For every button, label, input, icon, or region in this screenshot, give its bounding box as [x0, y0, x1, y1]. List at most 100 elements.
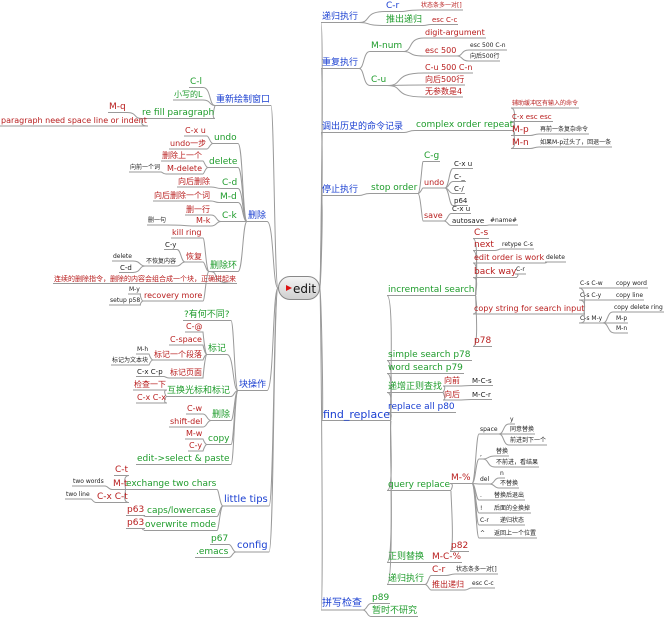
node-l-xchg[interactable]: exchange two chars — [126, 478, 217, 489]
node-b-stop-undo-2[interactable]: C-_ — [454, 172, 465, 181]
node-b-q-c2[interactable]: 不前进，看结果 — [496, 459, 539, 466]
node-b-inc-back[interactable]: back way — [474, 266, 517, 277]
node-b-inc-copy-3d[interactable]: copy delete ring — [614, 304, 663, 311]
node-b-inc-next-d[interactable]: retype C-s — [502, 241, 533, 248]
node-b-simple[interactable]: simple search p78 — [388, 349, 471, 360]
node-b-rec2-cr-d[interactable]: 状态条多一对[] — [456, 566, 497, 573]
node-b-inc-cs[interactable]: C-s — [474, 227, 489, 238]
node-b-spell[interactable]: 拼写检查 — [322, 598, 362, 609]
node-b-stop-undo-3[interactable]: C-/ — [454, 184, 464, 193]
node-l-ring-4a[interactable]: M-y — [129, 286, 140, 293]
node-l-md-d[interactable]: 向后删除一个词 — [154, 191, 210, 200]
node-b-q-n1[interactable]: 不替换 — [500, 480, 519, 487]
node-b-spell-1[interactable]: p89 — [372, 592, 390, 603]
node-l-refill-mq[interactable]: M-q — [109, 101, 126, 112]
node-l-copy[interactable]: copy — [208, 433, 230, 444]
node-l-over-p[interactable]: p63 — [127, 517, 145, 528]
node-b-recursive-exit[interactable]: 推出递归 — [386, 14, 423, 25]
node-l-tips[interactable]: little tips — [224, 494, 268, 505]
node-l-ck-2d[interactable]: 删一句 — [148, 217, 167, 224]
node-l-del[interactable]: delete — [209, 156, 238, 167]
node-l-block[interactable]: 块操作 — [239, 379, 267, 390]
node-l-block-q[interactable]: ?有何不同? — [184, 309, 230, 320]
node-l-bdel[interactable]: 删除 — [212, 409, 231, 420]
node-b-q-cr[interactable]: C-r — [480, 517, 489, 524]
node-l-mark-4a[interactable]: C-x C-p — [137, 367, 163, 376]
node-l-xchg-cxctd[interactable]: two line — [66, 491, 90, 498]
node-l-xchg-cxct[interactable]: C-x C-t — [97, 491, 128, 502]
node-l-ring-3[interactable]: 连续的删除指令，删除的内容会组合成一个块，正确拼起来 — [54, 274, 236, 283]
node-b-spell-2[interactable]: 暂时不研究 — [372, 605, 418, 616]
node-b-repeat-mnum-1[interactable]: digit-argument — [425, 28, 485, 37]
node-b-replall[interactable]: replace all p80 — [388, 401, 455, 412]
node-b-q-space[interactable]: space — [480, 426, 498, 433]
node-b-q-y1[interactable]: 同意替换 — [510, 426, 535, 433]
node-b-q-comma[interactable]: , — [480, 451, 482, 458]
node-b-q-del[interactable]: del — [480, 476, 490, 483]
node-b-q-y2[interactable]: 前进到下一个 — [510, 437, 547, 444]
node-b-inc-copy[interactable]: copy string for search input — [474, 304, 585, 313]
node-l-cd-d[interactable]: 向后删除 — [178, 177, 210, 186]
node-l-delete[interactable]: 删除 — [248, 210, 267, 221]
node-l-xchg-mt[interactable]: M-t — [113, 478, 128, 489]
node-b-stop[interactable]: 停止执行 — [322, 184, 359, 195]
node-l-del-2d[interactable]: 向前一个词 — [130, 164, 161, 171]
node-l-ring-4b[interactable]: setup p58 — [110, 297, 141, 304]
node-b-inc-copy-2[interactable]: C-s C-y — [580, 292, 602, 299]
node-b-q-bang[interactable]: ! — [480, 505, 483, 512]
node-b-stop-undo-1[interactable]: C-x u — [454, 159, 473, 168]
node-b-query-k[interactable]: M-% — [451, 472, 471, 483]
node-l-undo[interactable]: undo — [214, 132, 237, 143]
node-l-ring-4[interactable]: recovery more — [144, 291, 203, 300]
node-b-history-mp-d[interactable]: 再前一条复杂命令 — [540, 126, 589, 133]
node-l-edit[interactable]: edit->select & paste — [137, 453, 230, 464]
node-b-history-mp[interactable]: M-p — [512, 124, 529, 135]
node-l-config-1[interactable]: p67 — [211, 533, 229, 544]
node-b-repeat-cu[interactable]: C-u — [371, 74, 387, 85]
node-l-config[interactable]: config — [237, 540, 268, 551]
node-b-regex-f-k[interactable]: M-C-s — [472, 376, 492, 385]
node-b-rec2-exit[interactable]: 推出递归 — [432, 580, 464, 589]
node-b-regrep[interactable]: 正则替换 — [388, 551, 425, 562]
node-b-rec2[interactable]: 递归执行 — [388, 573, 425, 584]
node-l-ring-2b1[interactable]: delete — [113, 253, 132, 260]
node-b-recursive[interactable]: 递归执行 — [322, 11, 359, 22]
root-node[interactable]: edit — [278, 276, 320, 300]
node-l-mark[interactable]: 标记 — [208, 343, 227, 354]
node-b-repeat-cu-2[interactable]: 向后500行 — [425, 75, 465, 84]
node-b-regex[interactable]: 递增正则查找 — [388, 381, 443, 392]
node-l-mark-2[interactable]: C-space — [170, 335, 202, 344]
node-b-regex-b[interactable]: 向后 — [444, 390, 460, 399]
node-l-mark-3b[interactable]: 标记为文本块 — [112, 357, 149, 364]
node-b-repeat-mnum-2a[interactable]: esc 500 C-n — [470, 42, 506, 49]
node-l-mark-1[interactable]: C-@ — [186, 322, 203, 331]
node-l-caps[interactable]: caps/lowercase — [147, 505, 216, 516]
node-b-stop-cg[interactable]: C-g — [424, 150, 440, 161]
node-l-redraw[interactable]: 重新绘制窗口 — [216, 94, 271, 105]
node-l-bdel-2[interactable]: shift-del — [170, 417, 203, 426]
node-b-stop-save-2a[interactable]: #name# — [490, 217, 518, 224]
node-l-ring[interactable]: 删除环 — [210, 260, 238, 271]
node-l-refill[interactable]: re fill paragraph — [142, 107, 215, 118]
node-b-repeat-mnum[interactable]: M-num — [371, 40, 403, 51]
node-l-ck-2[interactable]: M-k — [196, 216, 211, 225]
node-b-stop-order[interactable]: stop order — [371, 182, 418, 193]
node-l-xchg-mtd[interactable]: two words — [73, 478, 104, 485]
node-b-inc[interactable]: incremental search — [388, 284, 475, 295]
node-b-inc-copy-3[interactable]: C-s M-y — [580, 315, 603, 322]
node-b-regex-f[interactable]: 向前 — [444, 376, 460, 385]
node-b-q-y[interactable]: y — [510, 416, 514, 423]
node-b-stop-undo[interactable]: undo — [424, 178, 445, 187]
node-l-xchg-ct[interactable]: C-t — [115, 464, 129, 475]
node-b-repeat-mnum-2[interactable]: esc 500 — [425, 46, 457, 55]
node-b-inc-copy-1d[interactable]: copy word — [616, 280, 647, 287]
node-l-cd[interactable]: C-d — [222, 177, 238, 188]
node-b-inc-copy-2d[interactable]: copy line — [616, 292, 644, 299]
node-b-history-esc[interactable]: C-x esc esc — [512, 112, 552, 121]
node-l-undo-2[interactable]: undo一步 — [170, 139, 207, 148]
node-b-inc-copy-3b[interactable]: M-n — [616, 325, 628, 332]
node-b-stop-save[interactable]: save — [424, 211, 443, 220]
node-l-swap[interactable]: 互换光标和标记 — [167, 385, 231, 396]
node-b-stop-save-1[interactable]: C-x u — [452, 204, 471, 213]
node-l-del-1[interactable]: 删除上一个 — [162, 151, 202, 160]
